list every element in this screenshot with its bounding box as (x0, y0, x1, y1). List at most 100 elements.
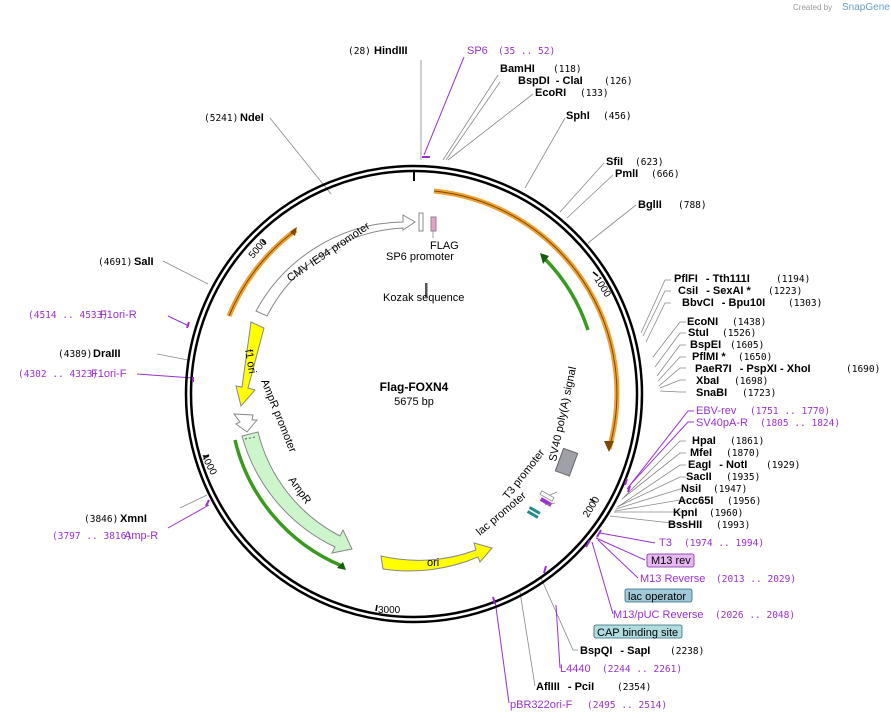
site-ndei: NdeI (240, 112, 264, 124)
site-pos-snabi: (1723) (742, 388, 776, 399)
primer-m13-puc-reverse: M13/pUC Reverse (613, 609, 703, 621)
lac-operator-label: lac operator (628, 591, 686, 603)
site-mfei: MfeI (690, 447, 712, 459)
site-bglii: BglII (638, 199, 662, 211)
primer-pos-m13-puc-reverse: (2026 .. 2048) (715, 610, 795, 621)
site-eagi: EagI- NotI (688, 459, 747, 471)
sv40-feature (554, 447, 579, 477)
site-kpni: KpnI (673, 507, 697, 519)
tick-marks (203, 171, 599, 612)
site-bbvci: BbvCI- Bpu10I (682, 297, 765, 309)
site-leader-lines (156, 60, 686, 687)
site-pos-bglii: (788) (678, 200, 707, 211)
sp6-feature (418, 212, 424, 232)
green-arc-left (233, 439, 343, 568)
ampr-feature (241, 431, 353, 554)
primer-sv40pa-r: SV40pA-R (696, 417, 748, 429)
primer-f1ori-r: F1ori-R (100, 309, 137, 321)
primer-amp-r: Amp-R (124, 530, 158, 542)
primer-pos-pbr322ori-f: (2495 .. 2514) (587, 700, 667, 711)
site-pos-bspdi: (126) (604, 76, 633, 87)
t3-promoter-feature (539, 490, 555, 502)
site-pflmi: PflMI * (692, 351, 726, 363)
site-pos-kpni: (1960) (709, 508, 743, 519)
sp6-promoter-label: SP6 promoter (386, 251, 454, 263)
site-pos-csii: (1223) (768, 286, 802, 297)
primer-m13-rev: M13 rev (651, 555, 691, 567)
flag-feature (430, 216, 437, 232)
site-sali: SalI (134, 256, 154, 268)
site-pos-sacii: (1935) (726, 472, 760, 483)
primer-pos-l4440: (2244 .. 2261) (602, 664, 682, 675)
site-bsshii: BssHII (668, 519, 702, 531)
site-acc65i: Acc65I (678, 495, 713, 507)
site-pos-bamhi: (118) (553, 64, 582, 75)
site-pos-mfei: (1870) (726, 448, 760, 459)
site-name-hindiii: HindIII (374, 45, 408, 57)
tick-label-3000: 3000 (378, 605, 401, 616)
site-pos-ecori: (133) (580, 88, 609, 99)
site-sphi: SphI (566, 110, 590, 122)
site-bspei: BspEI (690, 339, 721, 351)
primer-leader-lines (136, 56, 694, 704)
flag-label: FLAG (430, 240, 459, 252)
primer-pos-m13-reverse: (2013 .. 2029) (716, 574, 796, 585)
primer-m13-reverse: M13 Reverse (640, 573, 705, 585)
cmv-promoter-label: CMV IE94 promoter (285, 220, 373, 284)
site-pmli: PmlI (615, 168, 638, 180)
kozak-label: Kozak sequence (383, 292, 464, 304)
primer-pos-sp6: (35 .. 52) (498, 46, 555, 57)
cap-binding-label: CAP binding site (597, 627, 678, 639)
ampr-promoter-feature (232, 413, 259, 433)
ampr-promoter-label: AmpR promoter (258, 378, 298, 455)
site-pos-nsii: (1947) (713, 484, 747, 495)
site-draiii: DraIII (93, 348, 121, 360)
primer-marks (186, 156, 631, 605)
site-pos-ndei: (5241) (204, 113, 238, 124)
site-pos-hpai: (1861) (730, 436, 764, 447)
site-sacii: SacII (686, 471, 712, 483)
site-pos-bspqi: (2238) (670, 646, 704, 657)
cap-binding-box (593, 624, 683, 639)
ori-label: ori (427, 557, 439, 569)
primer-pos-sv40pa-r: (1805 .. 1824) (760, 418, 840, 429)
site-nsii: NsiI (681, 483, 701, 495)
primer-pos-f1ori-r: (4514 .. 4533) (28, 310, 108, 321)
site-afliii: AflIII- PciI (536, 681, 594, 693)
site-csii: CsiI- SexAI * (678, 285, 752, 297)
site-pos-bbvci: (1303) (788, 298, 822, 309)
primer-m13-rev-box (646, 553, 695, 568)
site-pos-bspei: (1605) (730, 340, 764, 351)
site-xbai: XbaI (696, 375, 719, 387)
site-pos-acc65i: (1956) (727, 496, 761, 507)
site-pos-hindiii: (28) (348, 46, 371, 57)
plasmid-size: 5675 bp (394, 396, 434, 408)
f1-ori-label: f1 ori (242, 348, 258, 374)
primer-pos-t3: (1974 .. 1994) (684, 538, 764, 549)
kozak-feature (425, 283, 428, 297)
primer-pos-f1ori-f: (4302 .. 4323) (18, 369, 98, 380)
cap-binding-feature (526, 510, 539, 519)
site-pos-xmni: (3846) (84, 514, 118, 525)
lac-operator-box (624, 588, 693, 603)
plasmid-name: Flag-FOXN4 (380, 380, 449, 394)
backbone (184, 164, 644, 624)
site-pos-pflfi: (1194) (776, 274, 810, 285)
f1-ori-feature (235, 321, 265, 408)
site-pos-pmli: (666) (651, 169, 680, 180)
site-pos-bsshii: (1993) (716, 520, 750, 531)
primer-pbr322ori-f: pBR322ori-F (510, 699, 573, 711)
site-pflfi: PflFI- Tth111I (674, 273, 750, 285)
site-pos-sphi: (456) (603, 111, 632, 122)
cmv-promoter-feature (255, 214, 416, 317)
site-econi: EcoNI (687, 316, 718, 328)
orange-arc-right (433, 188, 620, 450)
lac-promoter-label: lac promoter (474, 490, 529, 539)
site-bamhi: BamHI (500, 63, 535, 75)
site-bspdi: BspDI- ClaI (518, 75, 583, 87)
ori-feature (380, 542, 493, 572)
site-xmni: XmnI (120, 513, 147, 525)
site-pos-paer7i: (1690) (846, 364, 880, 375)
site-pos-afliii: (2354) (617, 682, 651, 693)
